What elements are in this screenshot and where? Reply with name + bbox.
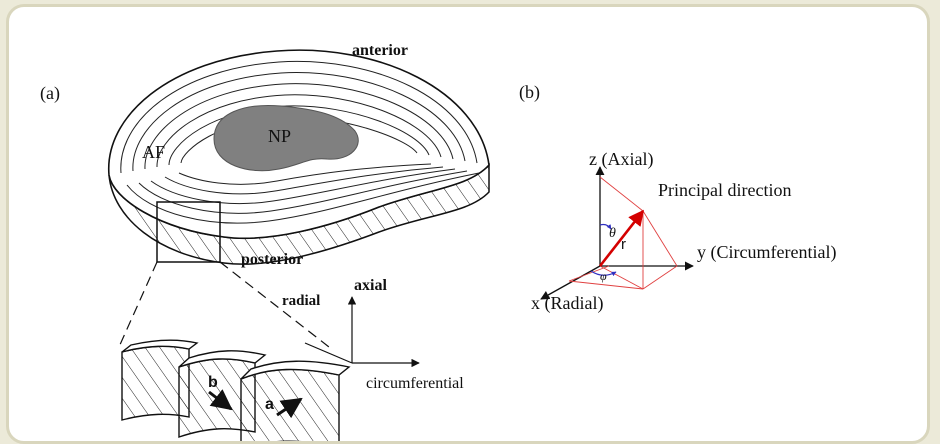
fiber-a-arrow: [276, 397, 303, 419]
anterior-label: anterior: [352, 42, 408, 59]
coordinate-axes: [540, 166, 694, 300]
fiber-a-label: a: [265, 396, 274, 413]
principal-vector: [598, 209, 645, 267]
af-label: AF: [142, 142, 165, 162]
zoom-line-right: [219, 261, 330, 348]
principal-direction-label: Principal direction: [658, 180, 791, 200]
phi-arc: [590, 270, 617, 277]
fiber-b-label: b: [208, 374, 218, 391]
np-label: NP: [268, 126, 291, 146]
figure-frame: (a) NP AF anterior posterior: [6, 4, 930, 444]
nucleus-pulposus: [213, 104, 359, 172]
z-axis-label: z (Axial): [589, 149, 653, 170]
r-label: r: [621, 236, 626, 253]
local-axes: [304, 296, 420, 368]
phi-label: φ: [600, 269, 607, 283]
y-axis-label: y (Circumferential): [697, 242, 836, 263]
theta-label: θ: [609, 226, 616, 241]
x-axis-label: x (Radial): [531, 293, 603, 314]
zoom-line-left: [118, 261, 158, 348]
fiber-b-arrow: [208, 389, 233, 411]
magnify-box: [156, 201, 221, 263]
projection-lines: [568, 176, 678, 290]
posterior-label: posterior: [241, 251, 303, 268]
panel-b-label: (b): [519, 82, 540, 103]
lamellae-blocks: [121, 339, 351, 441]
radial-label: radial: [282, 293, 320, 309]
circumferential-label: circumferential: [366, 375, 464, 392]
panel-a-label: (a): [40, 83, 60, 104]
theta-arc: [599, 223, 612, 230]
axial-label: axial: [354, 277, 387, 294]
figure-canvas: (a) NP AF anterior posterior: [40, 42, 836, 441]
